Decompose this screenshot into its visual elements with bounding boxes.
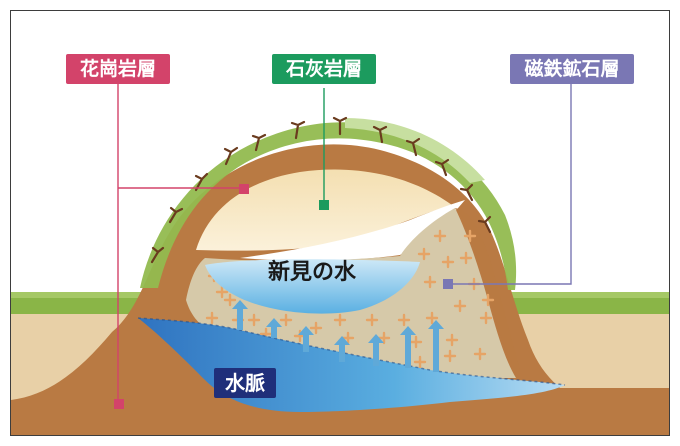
plus-mark (481, 293, 495, 307)
upward-arrow (298, 326, 314, 352)
plus-mark (223, 293, 237, 307)
plus-mark (417, 247, 431, 261)
upward-arrows (232, 300, 444, 372)
leader-lines (117, 80, 572, 403)
upward-arrow (400, 326, 416, 368)
limestone-layer-label: 石灰岩層 (272, 54, 376, 84)
water-pool (205, 259, 420, 314)
plus-mark (443, 349, 457, 363)
plus-mark (433, 229, 447, 243)
plus-mark (205, 311, 219, 325)
upward-arrow (334, 336, 350, 362)
plus-mark (423, 275, 437, 289)
leader-markers (114, 184, 453, 409)
plus-mark (409, 335, 423, 349)
upward-arrow (428, 320, 444, 372)
plus-mark (459, 251, 473, 265)
plus-mark (309, 321, 323, 335)
niimi-water-label: 新見の水 (268, 260, 357, 285)
plus-mark (341, 331, 355, 345)
plus-mark (279, 313, 293, 327)
tree-marks (150, 116, 492, 264)
granite-layer-label: 花崗岩層 (66, 54, 170, 84)
plus-mark (479, 311, 493, 325)
upward-arrow (266, 318, 282, 338)
plus-mark (453, 299, 467, 313)
plus-mark (441, 255, 455, 269)
plus-mark (473, 347, 487, 361)
plus-mark (445, 333, 459, 347)
plus-mark (413, 355, 427, 369)
plus-mark (397, 313, 411, 327)
plus-mark (333, 313, 347, 327)
upward-arrow (368, 334, 384, 366)
plus-mark (463, 229, 477, 243)
limestone-layer (196, 169, 452, 251)
plus-mark (247, 313, 261, 327)
plus-mark (365, 313, 379, 327)
plus-mark (377, 331, 391, 345)
magnetite-layer-label: 磁鉄鉱石層 (510, 54, 634, 84)
mineral-plus-marks (205, 229, 495, 369)
water-vein-label: 水脈 (214, 368, 276, 398)
plus-mark (215, 285, 229, 299)
plus-mark (425, 311, 439, 325)
upward-arrow (232, 300, 248, 330)
moss-cover (140, 122, 517, 290)
